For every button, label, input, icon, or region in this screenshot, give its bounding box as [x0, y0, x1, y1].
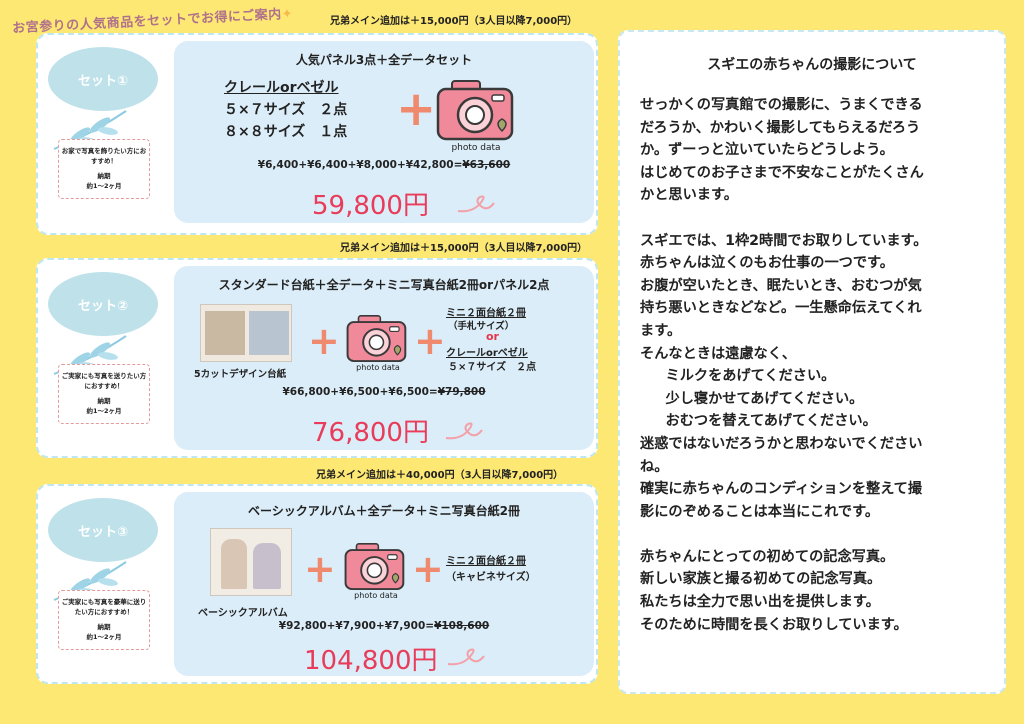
info-line: そのために時間を長くお取りしています。 — [640, 616, 908, 633]
info-line: 新しい家族と撮る初めての記念写真。 — [640, 571, 882, 588]
item-line: ８×８サイズ １点 — [224, 124, 348, 140]
album-caption: ベーシックアルバム — [198, 608, 288, 619]
sparkle-icon: ✦ — [281, 6, 294, 23]
info-line: 赤ちゃんは泣くのもお仕事の一つです。 — [640, 255, 894, 272]
info-line: ます。 — [640, 322, 682, 339]
sibling-note-1: 兄弟メイン追加は＋15,000円（3人目以降7,000円） — [330, 16, 578, 27]
info-line: お腹が空いたとき、眠たいとき、おむつが気 — [640, 277, 922, 294]
info-line — [640, 523, 990, 546]
item-head: クレールorベゼル — [224, 80, 339, 96]
camera-icon — [346, 315, 407, 363]
info-line: 私たちは全力で思い出を提供します。 — [640, 594, 880, 611]
info-line: だろうか、かわいく撮影してもらえるだろう — [640, 119, 921, 136]
set-panel-3: ベーシックアルバム＋全データ＋ミニ写真台紙2冊 ベーシックアルバム + phot… — [174, 492, 594, 676]
page-banner: お宮参りの人気商品をセットでお得にご案内✦ — [12, 3, 294, 37]
option-b-line2: ５×７サイズ ２点 — [448, 362, 537, 373]
sibling-note-3: 兄弟メイン追加は＋40,000円（3人目以降7,000円） — [316, 470, 564, 481]
set-title-1: 人気パネル3点＋全データセット — [295, 53, 473, 67]
info-title: スギエの赤ちゃんの撮影について — [707, 57, 917, 73]
delivery-value: 約1～2ヶ月 — [86, 182, 122, 191]
option-a-line1: ミニ２面台紙２冊 — [446, 308, 526, 319]
plus-icon: + — [308, 319, 340, 363]
set-card-1: セット① お家で写真を飾りたい方におすすめ！ 納期 約1～2ヶ月 人気パネル3点… — [36, 33, 598, 235]
swirl-icon — [445, 422, 483, 440]
price-formula-2: ¥66,800+¥6,500+¥6,500=¥79,800 — [174, 386, 594, 398]
sibling-note-2: 兄弟メイン追加は＋15,000円（3人目以降7,000円） — [340, 243, 588, 254]
info-panel: スギエの赤ちゃんの撮影について せっかくの写真館での撮影に、うまくできる だろう… — [618, 30, 1006, 694]
original-price: ¥79,800 — [437, 386, 486, 398]
set-price-2: 76,800円 — [312, 418, 429, 448]
set-card-3: セット③ ご実家にも写真を豪華に送りたい方におすすめ！ 納期 約1～2ヶ月 ベー… — [36, 484, 598, 684]
info-line: せっかくの写真館での撮影に、うまくできる — [640, 97, 923, 113]
recommend-box-2: ご実家にも写真を送りたい方におすすめ！ 納期 約1～2ヶ月 — [58, 364, 150, 424]
option-b-line1: クレールorベゼル — [446, 348, 528, 359]
info-line: 迷惑ではないだろうかと思わないでください — [640, 435, 923, 452]
info-line — [640, 207, 990, 230]
camera-caption: photo data — [354, 591, 398, 600]
price-formula-3: ¥92,800+¥7,900+¥7,900=¥108,600 — [174, 620, 594, 632]
plus-icon: + — [396, 81, 437, 137]
delivery-label: 納期 — [97, 171, 111, 180]
info-line: そんなときは遠慮なく、 — [640, 345, 797, 362]
delivery-label: 納期 — [97, 622, 111, 631]
delivery-value: 約1～2ヶ月 — [86, 633, 122, 642]
info-line: 持ち悪いときなどなど。一生懸命伝えてくれ — [640, 300, 922, 317]
info-line: 赤ちゃんにとっての初めての記念写真。 — [640, 548, 895, 565]
set-label-1: セット① — [48, 47, 158, 111]
camera-icon — [436, 80, 514, 141]
info-line: スギエでは、1枠2時間でお取りしています。 — [640, 232, 928, 249]
set-price-3: 104,800円 — [304, 646, 438, 676]
info-line: ね。 — [640, 458, 669, 475]
set-price-1: 59,800円 — [312, 191, 429, 221]
album-caption: 5カットデザイン台紙 — [194, 369, 287, 380]
info-line: かと思います。 — [640, 187, 738, 204]
set-card-2: セット② ご実家にも写真を送りたい方におすすめ！ 納期 約1～2ヶ月 スタンダー… — [36, 258, 598, 458]
delivery-label: 納期 — [97, 396, 111, 405]
recommend-box-1: お家で写真を飾りたい方におすすめ！ 納期 約1～2ヶ月 — [58, 139, 150, 199]
option-a-line2: （キャビネサイズ） — [446, 572, 536, 583]
plus-icon: + — [412, 547, 444, 591]
info-body: せっかくの写真館での撮影に、うまくできる だろうか、かわいく撮影してもらえるだろ… — [640, 94, 990, 636]
info-line: ミルクをあげてください。 — [665, 368, 836, 385]
camera-icon — [344, 543, 405, 591]
banner-text: お宮参りの人気商品をセットでお得にご案内 — [11, 7, 283, 37]
or-label: or — [486, 330, 499, 343]
info-line: はじめてのお子さまで不安なことがたくさん — [640, 164, 924, 181]
info-line: 少し寝かせてあげてください。 — [665, 390, 864, 407]
set-panel-1: 人気パネル3点＋全データセット クレールorベゼル ５×７サイズ ２点 ８×８サ… — [174, 41, 594, 223]
camera-caption: photo data — [356, 363, 400, 372]
plus-icon: + — [304, 547, 336, 591]
original-price: ¥108,600 — [434, 620, 490, 632]
recommend-text: ご実家にも写真を送りたい方におすすめ！ — [61, 372, 147, 391]
recommend-text: お家で写真を飾りたい方におすすめ！ — [61, 147, 147, 166]
set-panel-2: スタンダード台紙＋全データ＋ミニ写真台紙2冊orパネル2点 5カットデザイン台紙… — [174, 266, 594, 450]
set-label-2: セット② — [48, 272, 158, 336]
set-title-3: ベーシックアルバム＋全データ＋ミニ写真台紙2冊 — [248, 504, 520, 518]
original-price: ¥63,600 — [462, 159, 511, 171]
info-line: 影にのぞめることは本当にこれです。 — [640, 503, 880, 520]
option-a-line1: ミニ２面台紙２冊 — [446, 556, 526, 567]
info-line: か。ずーっと泣いていたらどうしよう。 — [640, 142, 894, 159]
delivery-value: 約1～2ヶ月 — [86, 407, 122, 416]
recommend-text: ご実家にも写真を豪華に送りたい方におすすめ！ — [61, 598, 147, 617]
recommend-box-3: ご実家にも写真を豪華に送りたい方におすすめ！ 納期 約1～2ヶ月 — [58, 590, 150, 650]
album-image — [200, 304, 292, 362]
price-formula-1: ¥6,400+¥6,400+¥8,000+¥42,800=¥63,600 — [174, 159, 594, 171]
formula-text: ¥6,400+¥6,400+¥8,000+¥42,800= — [257, 159, 463, 171]
info-line: おむつを替えてあげてください。 — [665, 413, 877, 430]
swirl-icon — [457, 195, 495, 213]
set-title-2: スタンダード台紙＋全データ＋ミニ写真台紙2冊orパネル2点 — [218, 278, 550, 292]
info-line: 確実に赤ちゃんのコンディションを整えて撮 — [640, 481, 923, 498]
formula-text: ¥66,800+¥6,500+¥6,500= — [282, 386, 438, 398]
camera-caption: photo data — [451, 143, 501, 153]
set-label-3: セット③ — [48, 498, 158, 562]
album-image — [210, 528, 292, 596]
item-line: ５×７サイズ ２点 — [224, 102, 348, 118]
plus-icon: + — [414, 319, 446, 363]
option-a-line2: （手札サイズ） — [448, 321, 515, 332]
swirl-icon — [447, 648, 485, 666]
formula-text: ¥92,800+¥7,900+¥7,900= — [278, 620, 435, 632]
